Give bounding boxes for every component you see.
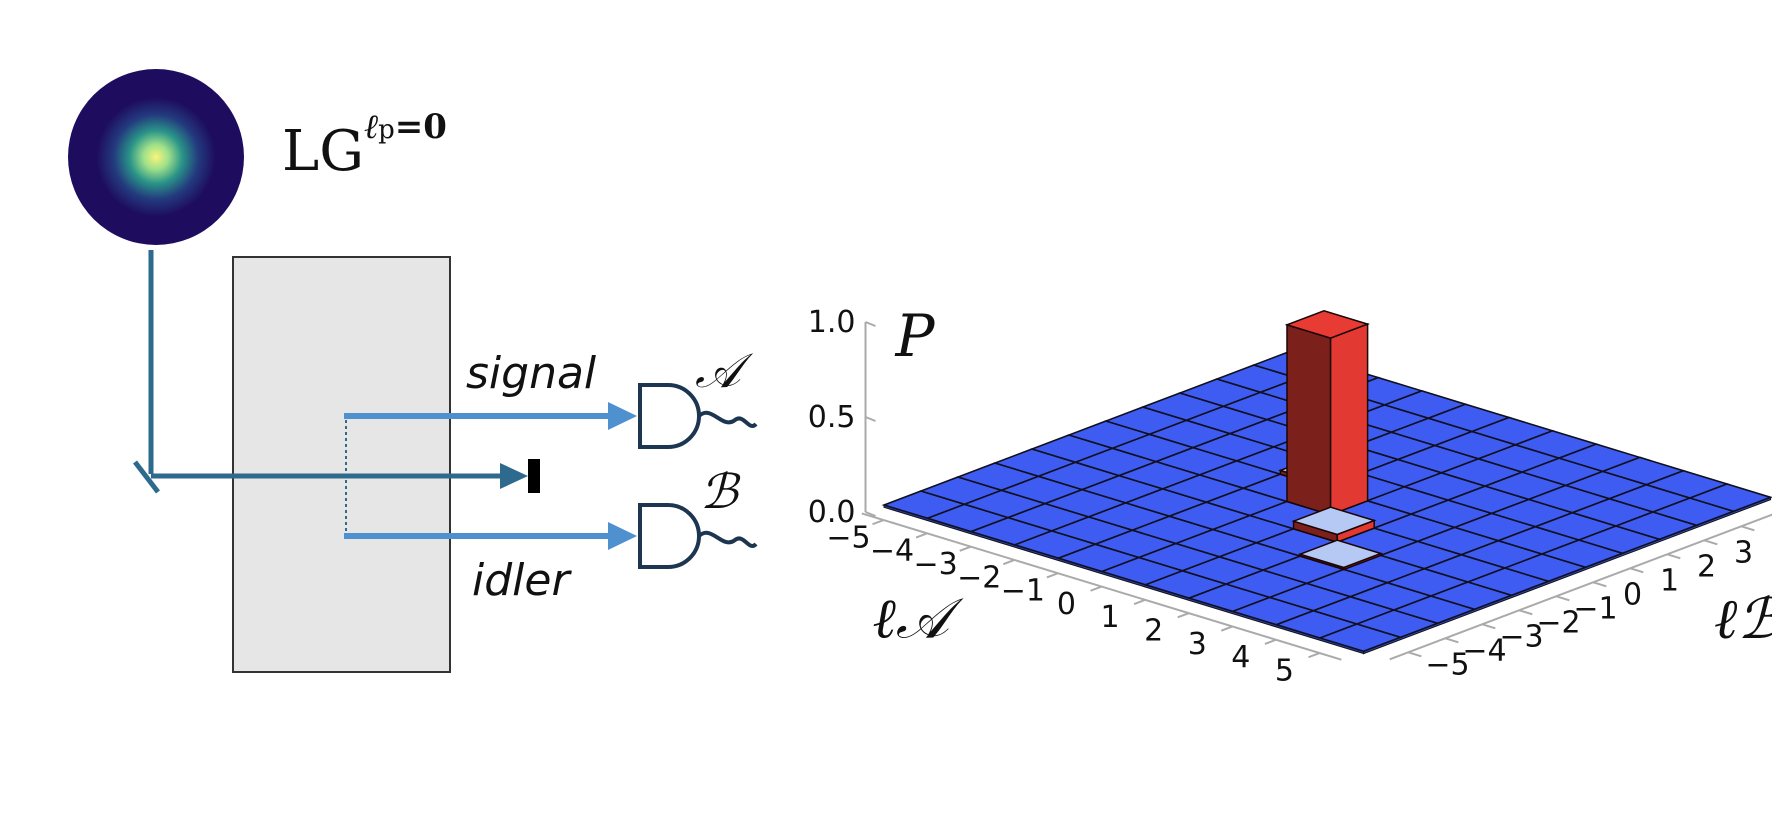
probability-bar	[1284, 310, 1370, 516]
pump-beam-arrowhead	[500, 463, 528, 489]
z-tick-label: 1.0	[808, 305, 856, 340]
y-axis-label: ℓℬ	[1714, 587, 1772, 652]
z-tick	[865, 511, 876, 517]
idler-label: idler	[472, 555, 572, 606]
y-tick-label: 3	[1734, 535, 1753, 570]
y-tick	[1703, 539, 1718, 546]
detector-a: 𝒜	[638, 343, 758, 449]
pump-beam-profile	[68, 69, 244, 245]
x-tick-label: 3	[1188, 627, 1207, 662]
x-tick-label: 2	[1144, 613, 1163, 648]
z-tick-label: 0.5	[808, 400, 856, 435]
probability-bar	[1297, 539, 1384, 571]
y-tick	[1518, 609, 1533, 616]
signal-label: signal	[466, 348, 597, 399]
y-tick	[1592, 581, 1607, 588]
x-tick	[915, 532, 928, 539]
y-tick-label: 4	[1771, 521, 1772, 556]
x-tick	[959, 545, 972, 552]
x-tick-label: −5	[826, 520, 870, 555]
y-tick	[1555, 595, 1570, 602]
x-tick-label: 0	[1057, 587, 1076, 622]
setup-diagram: LGℓp=0 signal idler 𝒜 ℬ	[68, 69, 758, 673]
x-tick	[872, 519, 884, 526]
x-tick-label: 1	[1101, 600, 1120, 635]
x-tick-label: −4	[870, 534, 914, 569]
x-tick	[1046, 572, 1059, 579]
probability-bar	[1291, 506, 1377, 544]
nonlinear-crystal	[232, 256, 451, 673]
x-tick	[1264, 638, 1277, 645]
x-tick	[1133, 598, 1146, 605]
mirror	[133, 460, 160, 494]
x-tick-label: −2	[957, 560, 1001, 595]
idler-arrowhead	[608, 522, 637, 550]
y-tick	[1740, 525, 1755, 532]
y-tick	[1444, 637, 1459, 644]
bars	[1278, 310, 1384, 571]
x-axis-label: ℓ𝒜	[872, 587, 963, 652]
x-tick	[1308, 652, 1320, 659]
x-tick-label: −1	[1001, 574, 1045, 609]
y-tick-label: −1	[1573, 591, 1617, 626]
z-axis-label: P	[895, 302, 936, 370]
y-tick-label: −4	[1462, 633, 1506, 668]
x-tick-label: 5	[1275, 653, 1294, 688]
x-tick	[1177, 612, 1190, 619]
axes: −5−4−3−2−1012345ℓ𝒜−5−4−3−2−1012345ℓℬ0.00…	[808, 302, 1772, 688]
x-tick	[1220, 625, 1233, 632]
signal-arrowhead	[608, 402, 637, 430]
y-tick	[1666, 553, 1681, 560]
detector-a-label: 𝒜	[695, 343, 754, 399]
y-tick-label: 0	[1623, 577, 1642, 612]
y-tick-label: −3	[1499, 619, 1543, 654]
x-tick	[1090, 585, 1102, 592]
z-tick	[865, 416, 876, 422]
y-tick-label: −2	[1536, 605, 1580, 640]
beam-dump	[528, 459, 540, 493]
detector-b-label: ℬ	[700, 464, 741, 520]
y-tick	[1629, 567, 1644, 574]
y-tick-label: 1	[1660, 563, 1679, 598]
pump-mode-label: LGℓp=0	[282, 107, 447, 184]
x-tick-label: 4	[1231, 640, 1250, 675]
y-tick	[1407, 651, 1422, 658]
y-tick-label: 2	[1697, 549, 1716, 584]
joint-oam-probability-chart: −5−4−3−2−1012345ℓ𝒜−5−4−3−2−1012345ℓℬ0.00…	[808, 302, 1772, 688]
x-tick-label: −3	[914, 547, 958, 582]
y-tick	[1481, 623, 1496, 630]
z-tick-label: 0.0	[808, 495, 856, 530]
x-tick	[1002, 559, 1015, 566]
grid-cell	[1687, 483, 1772, 513]
detector-b: ℬ	[638, 464, 758, 569]
y-tick-label: −5	[1425, 647, 1469, 682]
z-tick	[865, 321, 876, 327]
